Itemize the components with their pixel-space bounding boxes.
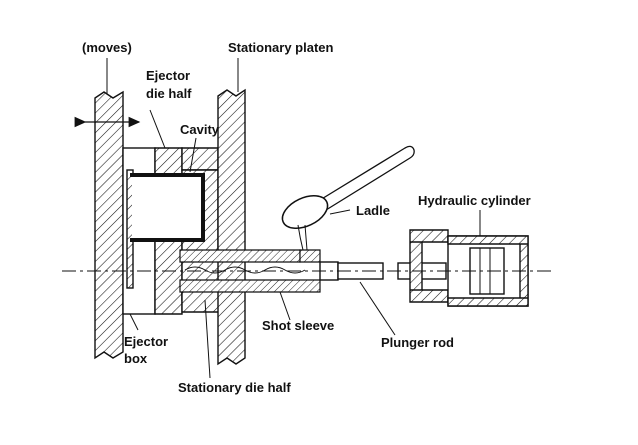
cavity-outline (130, 173, 205, 242)
label-cavity: Cavity (180, 122, 220, 137)
shot-sleeve-bottom (179, 279, 321, 293)
hydraulic-cylinder-hatch (447, 235, 529, 307)
label-ejector-box-2: box (124, 351, 148, 366)
molten-stream (297, 224, 308, 251)
label-stationary-platen: Stationary platen (228, 40, 334, 55)
label-plunger-rod: Plunger rod (381, 335, 454, 350)
label-ejector-die-half-2: die half (146, 86, 192, 101)
ladle-handle (319, 145, 415, 211)
label-ejector-die-half-1: Ejector (146, 68, 190, 83)
ladle-leader (329, 209, 351, 215)
ejector-die-leader (149, 109, 166, 149)
label-ejector-box-1: Ejector (124, 334, 168, 349)
label-stationary-die-half: Stationary die half (178, 380, 291, 395)
label-hydraulic-cylinder: Hydraulic cylinder (418, 193, 531, 208)
label-ladle: Ladle (356, 203, 390, 218)
ejector-box-leader (129, 313, 139, 331)
label-moves: (moves) (82, 40, 132, 55)
plunger-rod-leader (359, 281, 396, 336)
cavity-space (132, 177, 201, 238)
ladle-bowl (281, 195, 329, 229)
movable-platen (94, 90, 124, 360)
stationary-die-leader (204, 299, 211, 379)
shot-sleeve-leader (279, 291, 291, 321)
ejector-die-half-upper (181, 147, 219, 171)
label-shot-sleeve: Shot sleeve (262, 318, 334, 333)
shot-sleeve (179, 249, 301, 263)
metal-wave (184, 266, 306, 274)
cavity-leader (189, 137, 197, 173)
pour-hole (299, 249, 321, 263)
stationary-platen (217, 88, 246, 366)
hydraulic-flange-left (409, 229, 449, 303)
